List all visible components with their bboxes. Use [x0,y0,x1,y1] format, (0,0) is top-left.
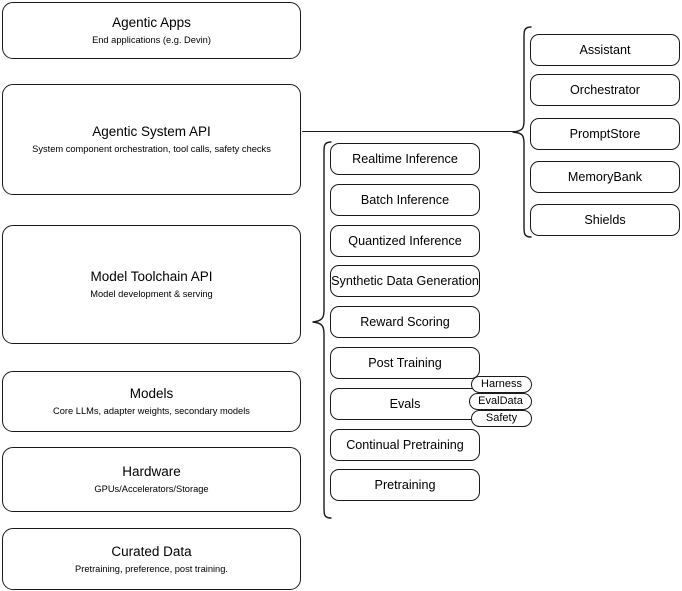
brace-toolchain [312,141,332,519]
layer-title: Hardware [122,464,181,479]
layer-subtitle: GPUs/Accelerators/Storage [94,484,209,494]
layer-subtitle: Model development & serving [90,289,213,299]
layer-subtitle: Pretraining, preference, post training. [75,563,228,574]
eval-pill-label: Safety [485,412,518,424]
layer-title: Models [129,386,174,401]
component-memorybank[interactable]: MemoryBank [530,161,680,193]
component-label: MemoryBank [567,169,643,184]
toolchain-label: Synthetic Data Generation [331,273,479,288]
layer-agentic-apps[interactable]: Agentic Apps End applications (e.g. Devi… [2,2,301,59]
toolchain-label: Pretraining [374,477,436,492]
toolchain-label: Continual Pretraining [346,437,464,452]
component-promptstore[interactable]: PromptStore [530,118,680,150]
toolchain-label: Evals [389,396,421,411]
layer-subtitle: End applications (e.g. Devin) [92,35,211,45]
toolchain-label: Batch Inference [360,192,450,207]
layer-model-toolchain-api[interactable]: Model Toolchain API Model development & … [2,225,301,344]
toolchain-realtime-inference[interactable]: Realtime Inference [330,143,480,175]
eval-pill-evaldata[interactable]: EvalData [469,393,532,410]
toolchain-pretraining[interactable]: Pretraining [330,469,480,501]
toolchain-batch-inference[interactable]: Batch Inference [330,184,480,216]
layer-title: Curated Data [111,543,192,559]
layer-agentic-system-api[interactable]: Agentic System API System component orch… [2,84,301,195]
eval-pill-safety[interactable]: Safety [471,410,532,427]
toolchain-label: Post Training [368,355,442,370]
component-label: Orchestrator [570,82,640,97]
layer-subtitle: System component orchestration, tool cal… [32,144,271,154]
toolchain-quantized-inference[interactable]: Quantized Inference [330,225,480,257]
toolchain-synthetic-data-generation[interactable]: Synthetic Data Generation [330,265,480,297]
layer-subtitle: Core LLMs, adapter weights, secondary mo… [53,406,250,416]
layer-title: Model Toolchain API [90,269,213,284]
eval-pill-label: Harness [481,378,522,390]
brace-system-components [512,26,532,238]
component-label: PromptStore [569,126,641,141]
eval-pill-harness[interactable]: Harness [471,376,532,393]
toolchain-label: Quantized Inference [348,233,462,248]
toolchain-reward-scoring[interactable]: Reward Scoring [330,306,480,338]
component-label: Assistant [579,42,631,57]
component-assistant[interactable]: Assistant [530,34,680,66]
toolchain-label: Reward Scoring [360,314,450,329]
component-orchestrator[interactable]: Orchestrator [530,74,680,106]
toolchain-evals[interactable]: Evals [330,388,480,420]
layer-hardware[interactable]: Hardware GPUs/Accelerators/Storage [2,447,301,512]
toolchain-continual-pretraining[interactable]: Continual Pretraining [330,429,480,461]
eval-pill-label: EvalData [478,395,523,407]
layer-models[interactable]: Models Core LLMs, adapter weights, secon… [2,371,301,432]
connector-line-system-api [302,131,515,133]
toolchain-post-training[interactable]: Post Training [330,347,480,379]
layer-curated-data[interactable]: Curated Data Pretraining, preference, po… [2,528,301,590]
layer-title: Agentic Apps [112,15,191,30]
component-shields[interactable]: Shields [530,204,680,236]
toolchain-label: Realtime Inference [352,151,458,166]
component-label: Shields [584,212,626,227]
layer-title: Agentic System API [92,124,211,139]
